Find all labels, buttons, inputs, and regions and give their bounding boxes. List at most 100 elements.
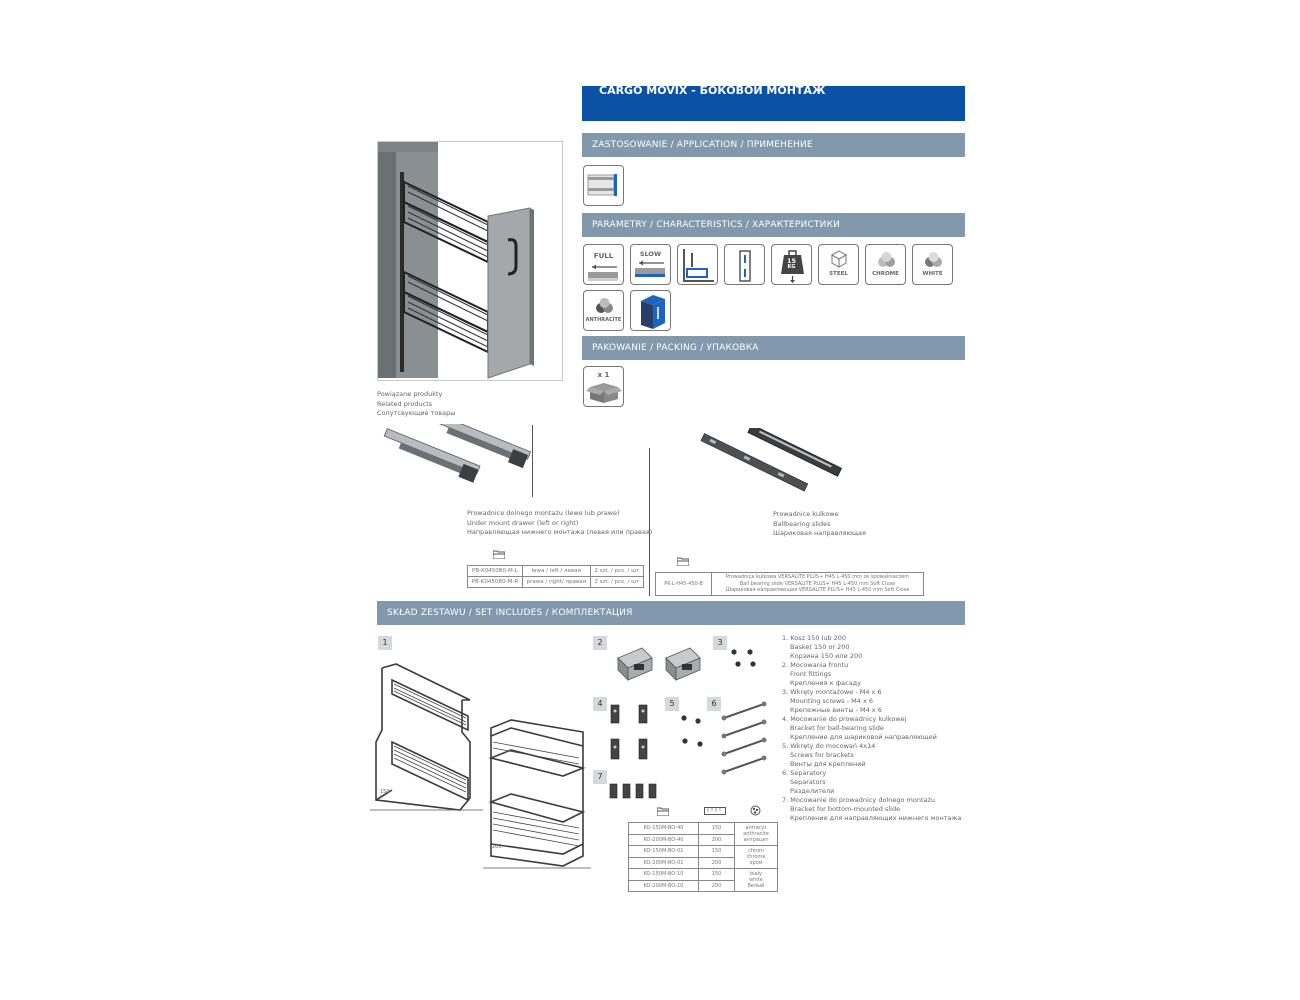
related-products-caption: Powiązane produkty Related products Сопу… xyxy=(377,390,455,419)
ballbearing-slides-image xyxy=(700,428,843,492)
item-title: 6. Separatory xyxy=(782,769,827,777)
table-row: KO-200M-BO-01 200 xyxy=(628,856,778,869)
desc-cell: Prowadnica kulkowa VERSALITE PLUS+ H45 L… xyxy=(711,572,924,596)
width-cell: 150 xyxy=(698,845,735,858)
color-cell: chrom chrome хром xyxy=(734,845,778,869)
item-badge-2: 2 xyxy=(593,636,607,650)
item-en: Bracket for bottom-mounted slide xyxy=(790,805,901,813)
white-label: WHITE xyxy=(922,271,943,277)
chrome-label: CHROME xyxy=(872,271,899,277)
folder-icon xyxy=(493,550,505,559)
product-image xyxy=(377,141,563,381)
list-item: 7. Mocowanie do prowadnicy dolnego monta… xyxy=(782,796,962,823)
table-row: PK-L-H45-450-B Prowadnica kulkowa VERSAL… xyxy=(655,572,924,596)
color-en: anthracite xyxy=(743,831,769,837)
full-label: FULL xyxy=(593,252,614,260)
height-adjust-icon xyxy=(724,244,765,285)
table-row: KO-200M-BO-40 200 xyxy=(628,833,778,846)
item-title: 3. Wkręty montażowe - M4 x 6 xyxy=(782,688,882,696)
cabinet-mount-icon xyxy=(630,290,671,331)
color-palette-icon xyxy=(750,805,761,816)
width-ruler-icon xyxy=(704,807,726,815)
section-set-includes-header: SKŁAD ZESTAWU / SET INCLUDES / КОМПЛЕКТА… xyxy=(377,601,965,625)
package-box-icon: x 1 xyxy=(583,366,624,407)
color-pl: biały xyxy=(749,871,762,877)
anthracite-color-icon: ANTHRACITE xyxy=(583,290,624,331)
desc-line-ru: Шариковая направляющая VERSALITE PLUS+ H… xyxy=(725,587,910,593)
folder-icon xyxy=(677,557,689,566)
item-badge-1: 1 xyxy=(378,636,392,650)
undermount-caption: Prowadnice dolnego montażu (lewe lub pra… xyxy=(467,509,652,538)
code-cell: KO-150M-BO-40 xyxy=(628,822,699,835)
color-pl: chrom xyxy=(748,848,764,854)
item-ru: Разделители xyxy=(790,787,835,795)
item-badge-5: 5 xyxy=(665,697,679,711)
chrome-color-icon: CHROME xyxy=(865,244,906,285)
code-cell: PK-L-H45-450-B xyxy=(655,572,712,596)
item-en: Screws for brackets xyxy=(790,751,854,759)
item-ru: Крепление для направляющих нижнего монта… xyxy=(790,814,962,822)
item-ru: Крепежные винты - M4 x 6 xyxy=(790,706,882,714)
section-characteristics-title: PARAMETRY / CHARACTERISTICS / ХАРАКТЕРИС… xyxy=(592,220,841,230)
qty-cell: 2 szt. / pcs. / шт xyxy=(589,576,645,588)
section-characteristics-header: PARAMETRY / CHARACTERISTICS / ХАРАКТЕРИС… xyxy=(582,213,965,237)
mounting-screws-image xyxy=(731,649,756,667)
undermount-line-en: Under mount drawer (left or right) xyxy=(467,518,579,527)
code-cell: PB-K0450B0-M-R xyxy=(467,576,523,588)
color-en: white xyxy=(749,877,763,883)
weight-unit: KG xyxy=(787,264,796,270)
code-cell: KO-150M-BO-01 xyxy=(628,845,699,858)
item-en: Basket 150 or 200 xyxy=(790,643,850,651)
side-cell: lewa / left / левая xyxy=(521,565,591,577)
undermount-slides-image xyxy=(383,424,532,483)
code-cell: KO-150M-BO-10 xyxy=(628,868,699,881)
qty-cell: 2 szt. / pcs. / шт xyxy=(589,565,645,577)
color-pl: antracyt xyxy=(745,825,767,831)
item-ru: Винты для креплений xyxy=(790,760,866,768)
item-title: 1. Kosz 150 lub 200 xyxy=(782,634,847,642)
dimension-200-label: 200 xyxy=(492,844,502,850)
section-packing-title: PAKOWANIE / PACKING / УПАКОВКА xyxy=(592,343,759,353)
vertical-divider xyxy=(649,448,650,596)
side-mounting-icon xyxy=(677,244,718,285)
steel-label: STEEL xyxy=(829,271,848,277)
table-row: KO-150M-BO-10 150 biały white белый xyxy=(628,868,778,892)
width-cell: 200 xyxy=(698,833,735,846)
section-set-includes-title: SKŁAD ZESTAWU / SET INCLUDES / КОМПЛЕКТА… xyxy=(387,608,633,618)
table-row: KO-200M-BO-10 200 xyxy=(628,879,778,892)
vertical-divider xyxy=(532,425,533,497)
undermount-line-ru: Направляющая нижнего монтажа (левая или … xyxy=(467,528,653,536)
color-ru: антрацит xyxy=(743,837,769,843)
width-cell: 200 xyxy=(698,879,735,892)
bracket-screws-image xyxy=(681,715,703,747)
basket-codes-table: KO-150M-BO-40 150 antracyt anthracite ан… xyxy=(628,822,778,892)
desc-line-pl: Prowadnica kulkowa VERSALITE PLUS+ H45 L… xyxy=(725,574,910,580)
undermount-codes-table: PB-K0450B0-M-L lewa / left / левая 2 szt… xyxy=(467,565,645,588)
related-line-en: Related products xyxy=(377,399,433,408)
item-en: Front fittings xyxy=(790,670,832,678)
width-cell: 150 xyxy=(698,822,735,835)
ballbearing-line-pl: Prowadnice kulkowe xyxy=(773,510,839,518)
side-cell: prawa / right/ правая xyxy=(521,576,591,588)
item-en: Mounting screws - M4 x 6 xyxy=(790,697,874,705)
separators-image xyxy=(721,701,767,775)
anthracite-label: ANTHRACITE xyxy=(585,317,622,323)
slide-brackets-image xyxy=(610,704,648,760)
item-en: Bracket for ball-bearing slide xyxy=(790,724,884,732)
table-row: KO-150M-BO-01 150 chrom chrome хром xyxy=(628,845,778,869)
table-row: KO-150M-BO-40 150 antracyt anthracite ан… xyxy=(628,822,778,846)
code-cell: KO-200M-BO-10 xyxy=(628,879,699,892)
width-cell: 200 xyxy=(698,856,735,869)
page-title-bar: CARGO MOVIX - БОКОВОЙ МОНТАЖ xyxy=(582,86,965,121)
bottom-slide-brackets-image xyxy=(609,783,657,799)
item-title: 4. Mocowanie do prowadnicy kulkowej xyxy=(782,715,907,723)
color-en: chrome xyxy=(746,854,766,860)
ballbearing-line-ru: Шариковая направляющая xyxy=(773,529,866,537)
table-row: PB-K0450B0-M-R prawa / right/ правая 2 s… xyxy=(467,576,645,588)
